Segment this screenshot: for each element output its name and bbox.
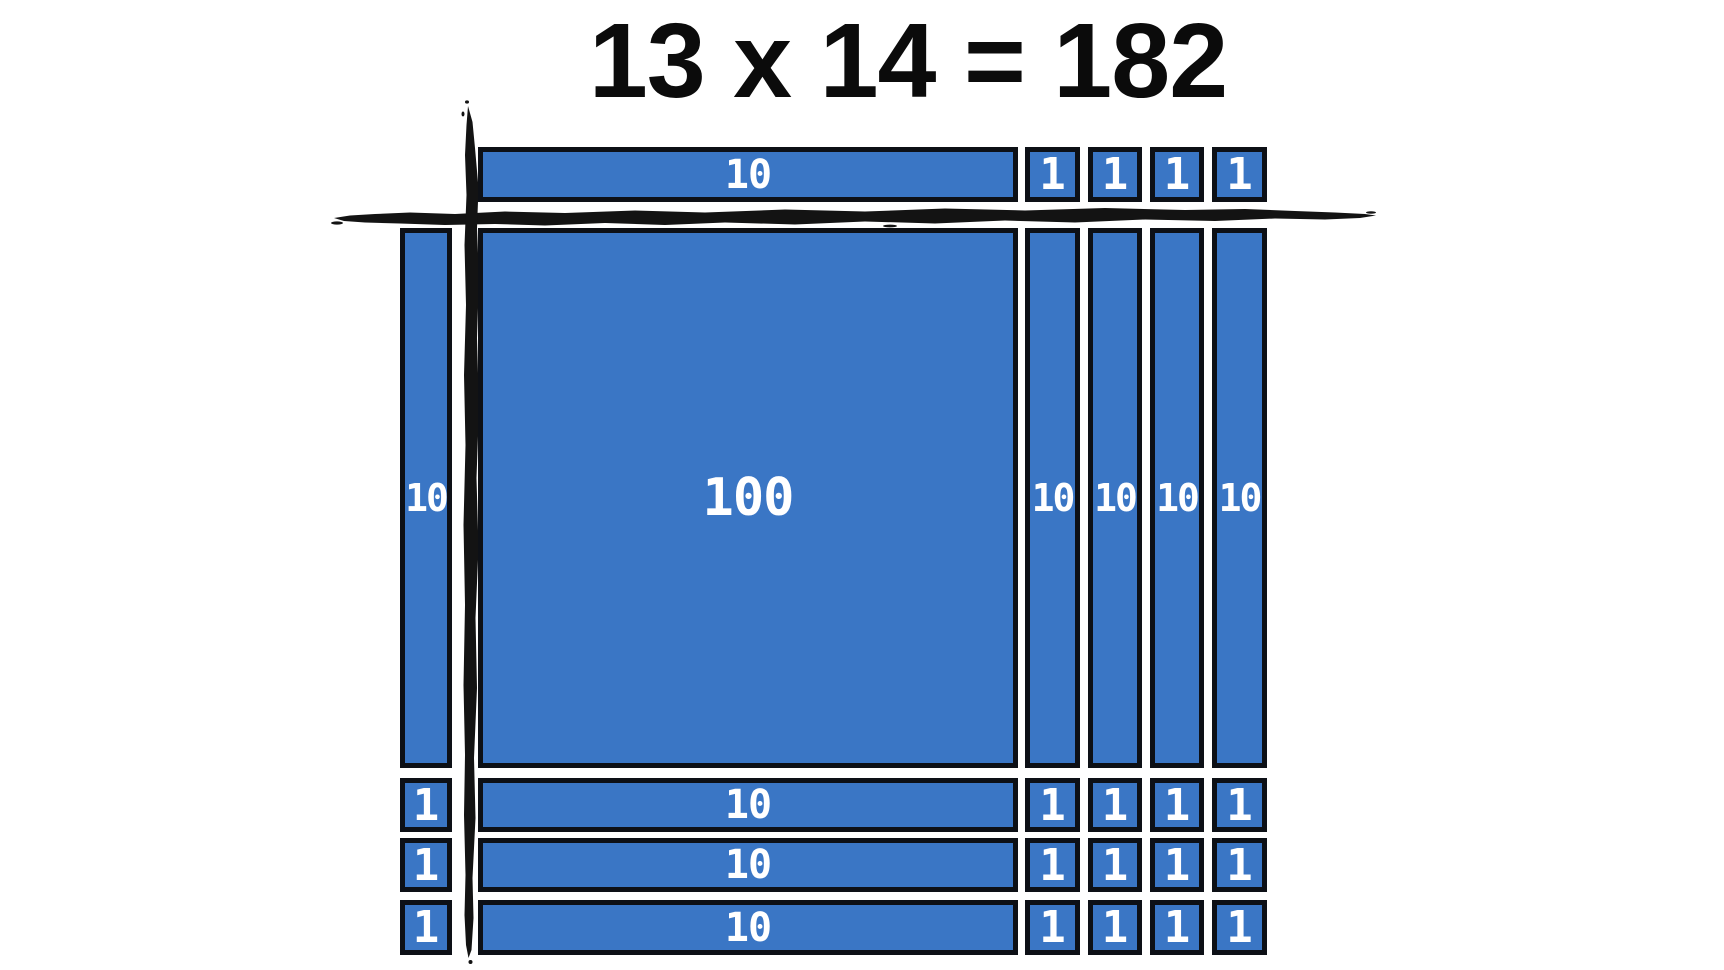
unit-cell: 1 <box>1025 838 1080 892</box>
left-header-one-cell: 1 <box>400 838 452 892</box>
column-ten-bar: 10 <box>1025 228 1080 768</box>
unit-cell: 1 <box>1088 838 1142 892</box>
unit-cell: 1 <box>1088 900 1142 955</box>
unit-cell: 1 <box>1025 778 1080 832</box>
row-ten-bar: 10 <box>478 778 1018 832</box>
top-header-one-cell: 1 <box>1150 147 1204 202</box>
unit-cell: 1 <box>1025 900 1080 955</box>
top-header-one-cell: 1 <box>1212 147 1267 202</box>
unit-cell: 1 <box>1212 778 1267 832</box>
unit-cell: 1 <box>1150 838 1204 892</box>
top-header-ten-bar: 10 <box>478 147 1018 202</box>
column-ten-bar: 10 <box>1150 228 1204 768</box>
unit-cell: 1 <box>1212 838 1267 892</box>
row-ten-bar: 10 <box>478 900 1018 955</box>
unit-cell: 1 <box>1150 778 1204 832</box>
left-header-one-cell: 1 <box>400 778 452 832</box>
unit-cell: 1 <box>1212 900 1267 955</box>
row-ten-bar: 10 <box>478 838 1018 892</box>
column-ten-bar: 10 <box>1212 228 1267 768</box>
hundred-block: 100 <box>478 228 1018 768</box>
column-ten-bar: 10 <box>1088 228 1142 768</box>
equation-title: 13 x 14 = 182 <box>588 2 1228 120</box>
top-header-one-cell: 1 <box>1088 147 1142 202</box>
top-header-one-cell: 1 <box>1025 147 1080 202</box>
left-header-ten-bar: 10 <box>400 228 452 768</box>
unit-cell: 1 <box>1150 900 1204 955</box>
unit-cell: 1 <box>1088 778 1142 832</box>
left-header-one-cell: 1 <box>400 900 452 955</box>
